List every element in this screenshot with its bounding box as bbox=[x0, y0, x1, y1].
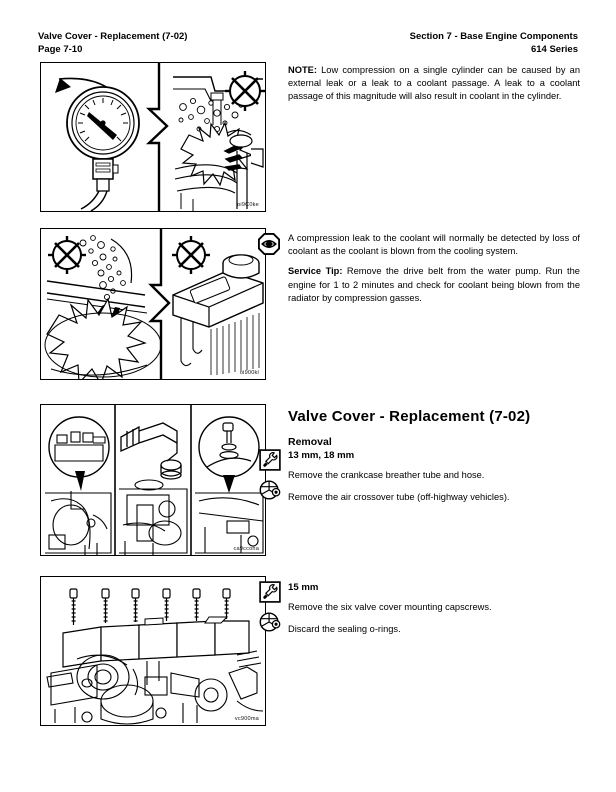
section-title: Valve Cover - Replacement (7-02) bbox=[288, 408, 531, 425]
figure-breather-tube-crossover: ca9ccoha bbox=[40, 404, 266, 556]
capscrew-steps: 15 mm Remove the six valve cover mountin… bbox=[288, 582, 580, 646]
inspection-block: A compression leak to the coolant will n… bbox=[288, 232, 580, 312]
eye-octagon-icon bbox=[258, 233, 280, 255]
header-series: 614 Series bbox=[530, 44, 578, 56]
service-tip-text: Remove the drive belt from the water pum… bbox=[288, 266, 580, 303]
figure-code: ca9ccoha bbox=[233, 546, 259, 552]
step-item: Remove the six valve cover mounting caps… bbox=[288, 602, 492, 612]
note-block: NOTE: Low compression on a single cylind… bbox=[288, 64, 580, 111]
special-tool-circle-icon bbox=[259, 479, 281, 501]
header-right: Section 7 - Base Engine Components 614 S… bbox=[410, 30, 578, 56]
figure-code: oi900kl bbox=[239, 370, 259, 376]
figure-code: oi9C0ke bbox=[237, 202, 259, 208]
header-title: Valve Cover - Replacement (7-02) bbox=[38, 31, 188, 42]
header-page-number: Page 7-10 bbox=[38, 44, 83, 56]
section-subtitle: Removal bbox=[288, 436, 332, 448]
note-text: Low compression on a single cylinder can… bbox=[288, 65, 580, 102]
tool-size-label: 15 mm bbox=[288, 582, 319, 593]
header-left: Valve Cover - Replacement (7-02) Page 7-… bbox=[38, 30, 187, 56]
wrench-box-icon bbox=[259, 581, 281, 603]
note-paragraph: NOTE: Low compression on a single cylind… bbox=[288, 64, 580, 104]
step-item: Remove the crankcase breather tube and h… bbox=[288, 470, 485, 480]
wrench-box-icon bbox=[259, 449, 281, 471]
removal-steps: 13 mm, 18 mm Remove the crankcase breath… bbox=[288, 450, 580, 514]
step-item: Remove the air crossover tube (off-highw… bbox=[288, 492, 510, 503]
removal-section: Valve Cover - Replacement (7-02) Removal bbox=[288, 408, 580, 460]
service-tip-paragraph: Service Tip: Remove the drive belt from … bbox=[288, 265, 580, 305]
note-label: NOTE: bbox=[288, 65, 317, 75]
figure-code: vc900ma bbox=[234, 716, 259, 722]
header-section: Section 7 - Base Engine Components bbox=[409, 31, 578, 42]
figure-valve-cover-capscrews: vc900ma bbox=[40, 576, 266, 726]
figure-coolant-leak-radiator: oi900kl bbox=[40, 228, 266, 380]
figure-compression-gauge-coolant-leak: oi9C0ke bbox=[40, 62, 266, 212]
special-tool-circle-icon bbox=[259, 611, 281, 633]
page-header: Valve Cover - Replacement (7-02) Page 7-… bbox=[38, 30, 578, 56]
tool-size-label: 13 mm, 18 mm bbox=[288, 450, 355, 461]
service-tip-label: Service Tip: bbox=[288, 266, 343, 277]
inspection-paragraph: A compression leak to the coolant will n… bbox=[288, 233, 580, 257]
step-item: Discard the sealing o-rings. bbox=[288, 624, 401, 635]
